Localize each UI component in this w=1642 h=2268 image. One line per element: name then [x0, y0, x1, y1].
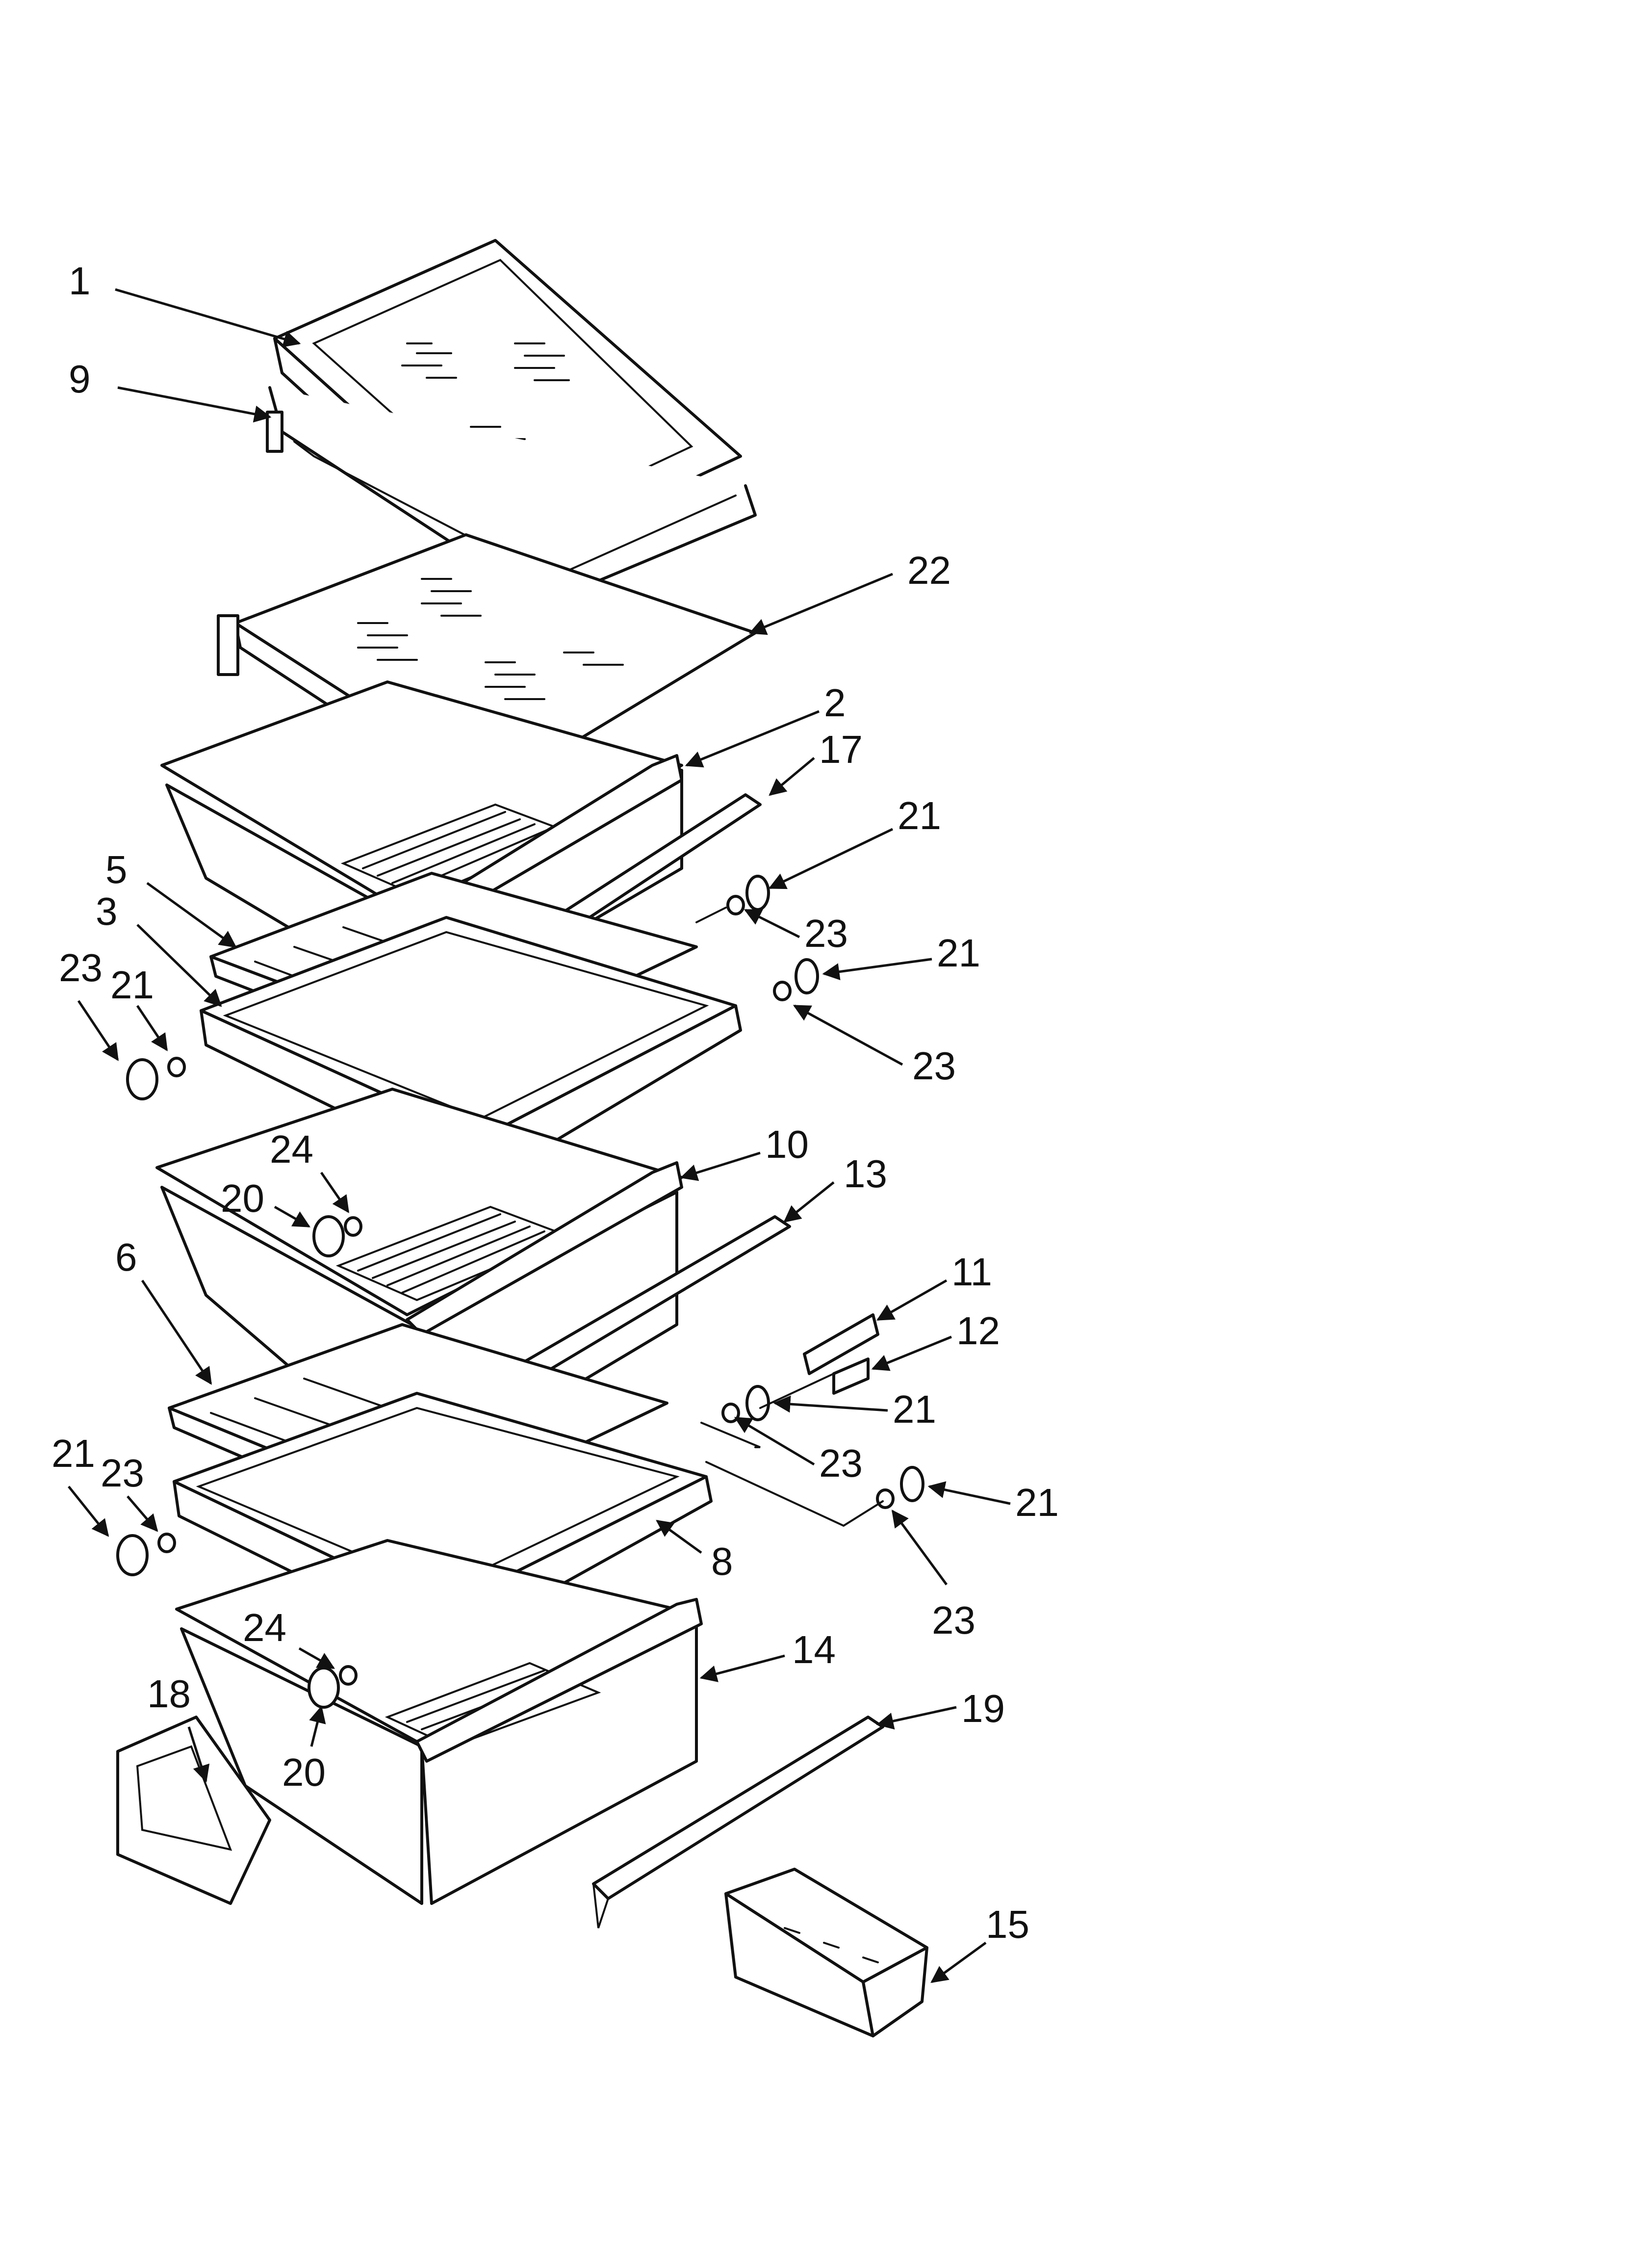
callout-21f: 21 [51, 1432, 95, 1475]
callout-13: 13 [844, 1152, 887, 1196]
callout-23e: 23 [932, 1598, 975, 1642]
callout-5: 5 [105, 848, 128, 891]
callout-1: 1 [69, 259, 91, 303]
callout-24b: 24 [243, 1606, 286, 1649]
callouts: 1 9 22 2 17 21 5 3 23 21 23 21 23 10 13 … [51, 259, 1059, 1946]
callout-2: 2 [824, 681, 846, 725]
roller-21-e [876, 1466, 924, 1509]
callout-23b: 21 [110, 963, 154, 1007]
callout-21c: 23 [59, 946, 103, 990]
callout-9: 9 [69, 357, 91, 401]
callout-15: 15 [986, 1903, 1029, 1946]
callout-10: 10 [765, 1122, 809, 1166]
callout-20a: 20 [221, 1176, 264, 1220]
callout-23c: 23 [912, 1044, 956, 1088]
callout-21b: 21 [937, 931, 980, 975]
roller-21-b [773, 958, 819, 1001]
callout-14: 14 [792, 1628, 836, 1671]
roller-21-d [721, 1385, 770, 1423]
part-label-18 [116, 1716, 271, 1905]
part-pan-14 [175, 1539, 703, 1905]
callout-17: 17 [819, 728, 863, 771]
callout-3: 3 [96, 889, 118, 933]
leader-arrows [68, 288, 1011, 1983]
callout-11: 11 [951, 1250, 992, 1294]
callout-24a: 24 [270, 1127, 313, 1171]
callout-22: 22 [907, 548, 951, 592]
callout-21e: 21 [1015, 1481, 1059, 1524]
part-slide-11 [803, 1313, 879, 1375]
callout-23d: 23 [819, 1441, 863, 1485]
part-bin-15 [724, 1868, 928, 2037]
connector-lines [695, 907, 884, 1527]
callout-18: 18 [147, 1672, 191, 1716]
callout-21d: 21 [893, 1387, 936, 1431]
roller-21-f [116, 1533, 176, 1576]
callout-19: 19 [961, 1687, 1005, 1730]
callout-6: 6 [115, 1235, 137, 1279]
roller-group [116, 875, 924, 1709]
callout-12: 12 [956, 1309, 1000, 1353]
callout-20b: 20 [282, 1750, 326, 1794]
roller-21-c [126, 1057, 186, 1100]
part-slide-12 [832, 1357, 870, 1395]
callout-21a: 21 [898, 794, 941, 837]
roller-20-a [312, 1215, 362, 1257]
roller-21-a [726, 875, 770, 915]
callout-8: 8 [711, 1539, 733, 1583]
callout-23a: 23 [804, 912, 848, 955]
callout-23f: 23 [101, 1451, 144, 1495]
